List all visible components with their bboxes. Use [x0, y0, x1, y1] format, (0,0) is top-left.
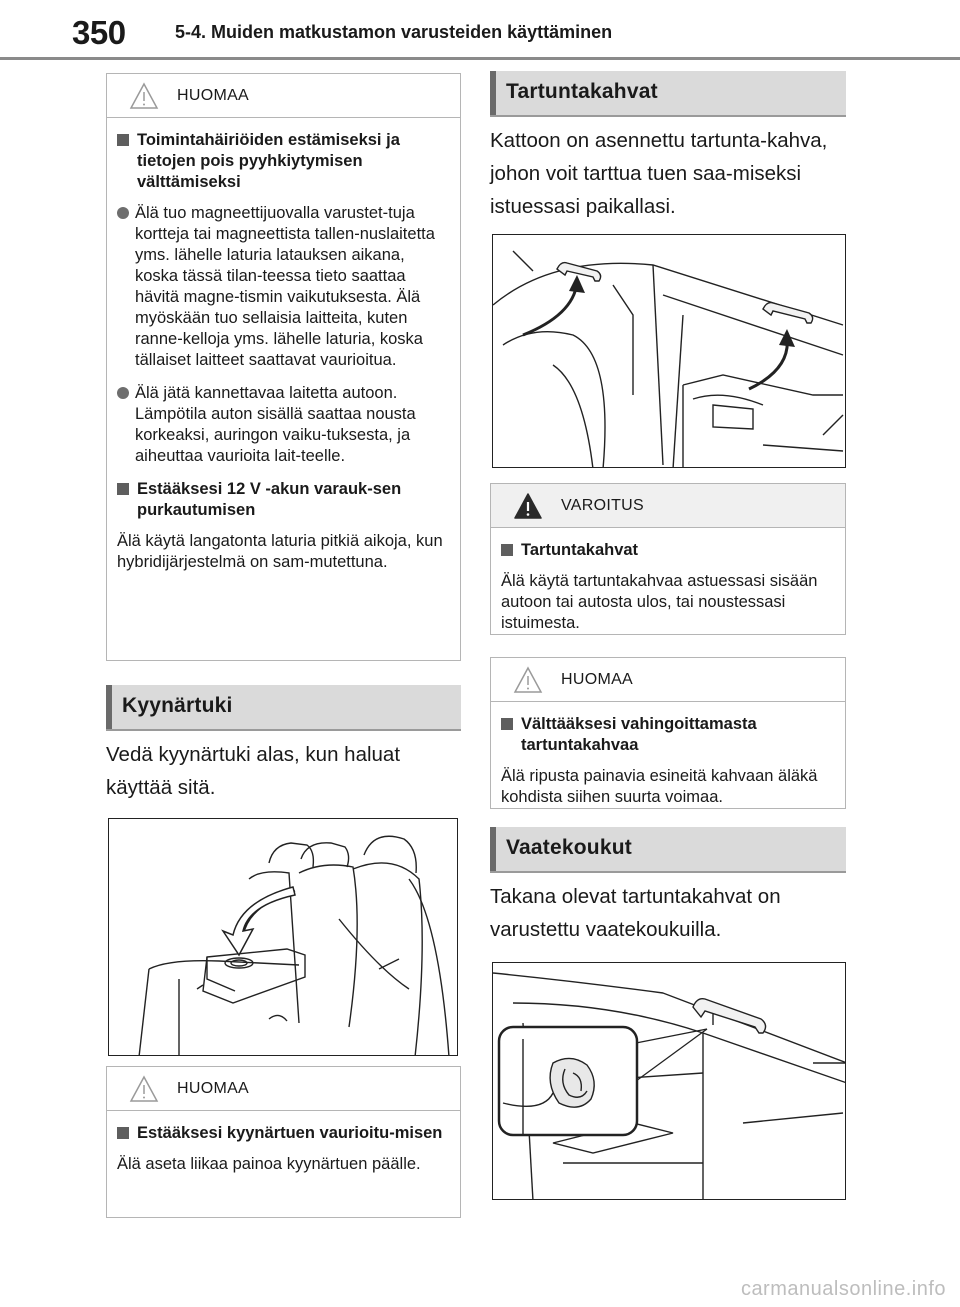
square-bullet-icon [117, 483, 129, 495]
coat-hook-drawing [493, 972, 845, 1199]
notice-subheading: Estääksesi kyynärtuen vaurioitu-misen [117, 1123, 450, 1144]
warning-text: Älä käytä tartuntakahvaa astuessasi sisä… [501, 572, 818, 632]
notice-text: Älä ripusta painavia esineitä kahvaan äl… [501, 767, 818, 806]
notice-subheading: Estääksesi 12 V -akun varauk-sen purkaut… [117, 479, 450, 521]
square-bullet-icon [501, 718, 513, 730]
notice-text: Älä aseta liikaa painoa kyynärtuen pääll… [117, 1155, 421, 1173]
square-bullet-icon [117, 134, 129, 146]
subheading-text: Tartuntakahvat [521, 541, 639, 559]
header-rule [0, 57, 960, 60]
subheading-text: Toimintahäiriöiden estämiseksi ja tietoj… [137, 131, 400, 191]
handles-text: Kattoon on asennettu tartunta-kahva, joh… [490, 129, 828, 218]
hooks-text: Takana olevat tartuntakahvat on varustet… [490, 885, 781, 941]
section-rule [106, 729, 461, 731]
notice-header: HUOMAA [107, 74, 460, 118]
section-title-hooks: Vaatekoukut [490, 827, 846, 871]
bullet-text: Älä tuo magneettijuovalla varustet-tuja … [135, 204, 435, 369]
armrest-seat-drawing [138, 835, 450, 1055]
warning-triangle-icon [514, 493, 542, 519]
warning-label: VAROITUS [561, 497, 645, 514]
round-bullet-icon [117, 387, 129, 399]
assist-grip-illustration [492, 234, 846, 468]
notice-text: Älä käytä langatonta laturia pitkiä aiko… [117, 532, 443, 571]
caution-triangle-icon [129, 82, 159, 109]
section-title-handles: Tartuntakahvat [490, 71, 846, 115]
bullet-text: Älä jätä kannettavaa laitetta autoon. Lä… [135, 384, 416, 465]
section-rule [490, 871, 846, 873]
section-rule [490, 115, 846, 117]
subheading-text: Estääksesi kyynärtuen vaurioitu-misen [137, 1124, 443, 1142]
notice-label: HUOMAA [561, 671, 634, 688]
notice-label: HUOMAA [177, 87, 250, 104]
bullet-item: Älä tuo magneettijuovalla varustet-tuja … [117, 203, 450, 371]
caution-triangle-icon [513, 666, 543, 693]
notice-header: HUOMAA [491, 658, 845, 702]
bullet-item: Älä jätä kannettavaa laitetta autoon. Lä… [117, 383, 450, 467]
warning-subheading: Tartuntakahvat [501, 540, 835, 561]
notice-box-armrest: HUOMAA Estääksesi kyynärtuen vaurioitu-m… [106, 1066, 461, 1218]
subheading-text: Välttääksesi vahingoittamasta tartuntaka… [521, 715, 757, 754]
square-bullet-icon [501, 544, 513, 556]
notice-header: HUOMAA [107, 1067, 460, 1111]
notice-label: HUOMAA [177, 1080, 250, 1097]
assist-grip-drawing [493, 250, 844, 467]
round-bullet-icon [117, 207, 129, 219]
square-bullet-icon [117, 1127, 129, 1139]
caution-triangle-icon [129, 1075, 159, 1102]
page-number: 350 [72, 14, 126, 51]
notice-subheading: Toimintahäiriöiden estämiseksi ja tietoj… [117, 130, 450, 193]
notice-subheading: Välttääksesi vahingoittamasta tartuntaka… [501, 714, 835, 756]
notice-box-charging: HUOMAA Toimintahäiriöiden estämiseksi ja… [106, 73, 461, 661]
coat-hook-illustration [492, 962, 846, 1200]
armrest-illustration [108, 818, 458, 1056]
subheading-text: Estääksesi 12 V -akun varauk-sen purkaut… [137, 480, 402, 519]
notice-box-handles: HUOMAA Välttääksesi vahingoittamasta tar… [490, 657, 846, 809]
warning-box-handles: VAROITUS Tartuntakahvat Älä käytä tartun… [490, 483, 846, 635]
chapter-title: 5-4. Muiden matkustamon varusteiden käyt… [175, 22, 613, 42]
watermark: carmanualsonline.info [740, 1278, 946, 1300]
warning-header: VAROITUS [491, 484, 845, 528]
section-title-armrest: Kyynärtuki [106, 685, 461, 729]
armrest-text: Vedä kyynärtuki alas, kun haluat käyttää… [106, 743, 401, 799]
